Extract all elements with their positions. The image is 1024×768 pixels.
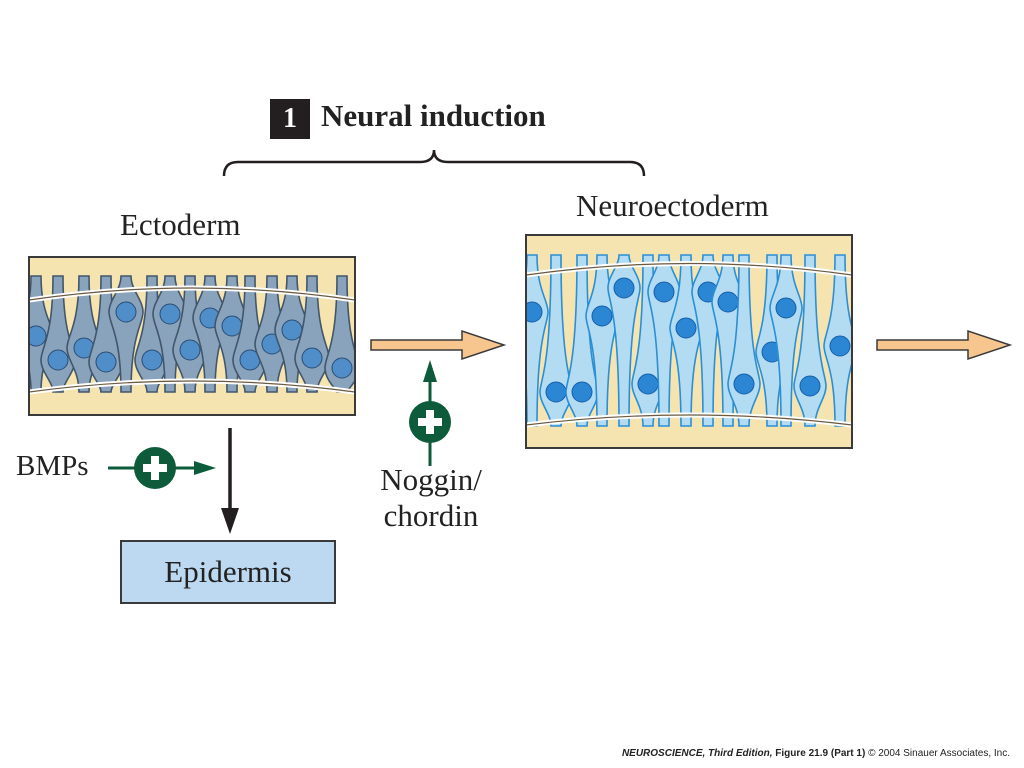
cell-nucleus bbox=[301, 347, 323, 369]
cell-nucleus bbox=[637, 373, 659, 395]
footer-copyright: © 2004 Sinauer Associates, Inc. bbox=[868, 748, 1010, 759]
tissue-cell bbox=[565, 254, 599, 427]
cell-nucleus bbox=[221, 315, 243, 337]
cell-nucleus bbox=[331, 357, 353, 379]
arrow-down-icon bbox=[221, 428, 239, 534]
plus-circle-icon bbox=[134, 447, 176, 489]
noggin-signal bbox=[409, 360, 451, 466]
cell-nucleus bbox=[29, 325, 47, 347]
cell-nucleus bbox=[733, 373, 755, 395]
epidermis-box: Epidermis bbox=[120, 540, 336, 604]
cell-nucleus bbox=[545, 381, 567, 403]
brace-icon bbox=[222, 149, 646, 177]
cell-nucleus bbox=[829, 335, 851, 357]
ectoderm-tissue bbox=[28, 256, 356, 416]
neuroectoderm-label: Neuroectoderm bbox=[576, 188, 769, 223]
cell-nucleus bbox=[775, 297, 797, 319]
cell-nucleus bbox=[141, 349, 163, 371]
cell-nucleus bbox=[653, 281, 675, 303]
arrow-right-icon bbox=[876, 329, 1013, 361]
cell-nucleus bbox=[571, 381, 593, 403]
cell-nucleus bbox=[591, 305, 613, 327]
plus-circle-icon bbox=[409, 401, 451, 443]
tissue-cell bbox=[108, 275, 144, 393]
neuroectoderm-tissue bbox=[525, 234, 853, 449]
tissue-cell bbox=[607, 254, 641, 427]
noggin-label-line1: Noggin/ bbox=[380, 462, 482, 497]
cell-nucleus bbox=[179, 339, 201, 361]
epidermis-label: Epidermis bbox=[164, 554, 292, 589]
footer-figure: Figure 21.9 (Part 1) bbox=[775, 748, 866, 759]
cell-nucleus bbox=[526, 301, 543, 323]
ectoderm-label: Ectoderm bbox=[120, 207, 241, 242]
cell-nucleus bbox=[47, 349, 69, 371]
footer-book: NEUROSCIENCE, Third Edition, bbox=[621, 748, 773, 759]
step-number-badge: 1 bbox=[270, 99, 310, 139]
noggin-label-line2: chordin bbox=[383, 498, 479, 533]
cell-nucleus bbox=[799, 375, 821, 397]
stage-title: Neural induction bbox=[321, 98, 546, 133]
noggin-chordin-label: Noggin/ chordin bbox=[345, 462, 517, 534]
cell-nucleus bbox=[159, 303, 181, 325]
bmps-signal bbox=[108, 447, 216, 489]
figure-credit: NEUROSCIENCE, Third Edition, Figure 21.9… bbox=[622, 748, 1010, 759]
cell-nucleus bbox=[675, 317, 697, 339]
cell-nucleus bbox=[95, 351, 117, 373]
cell-nucleus bbox=[281, 319, 303, 341]
cell-nucleus bbox=[115, 301, 137, 323]
cell-nucleus bbox=[613, 277, 635, 299]
arrow-right-icon bbox=[370, 329, 507, 361]
cell-nucleus bbox=[717, 291, 739, 313]
bmps-label: BMPs bbox=[16, 450, 89, 482]
tissue-cell bbox=[539, 254, 573, 427]
ectoderm-cells bbox=[29, 275, 355, 393]
tissue-cell bbox=[769, 254, 803, 427]
neuroectoderm-cells bbox=[526, 254, 852, 427]
